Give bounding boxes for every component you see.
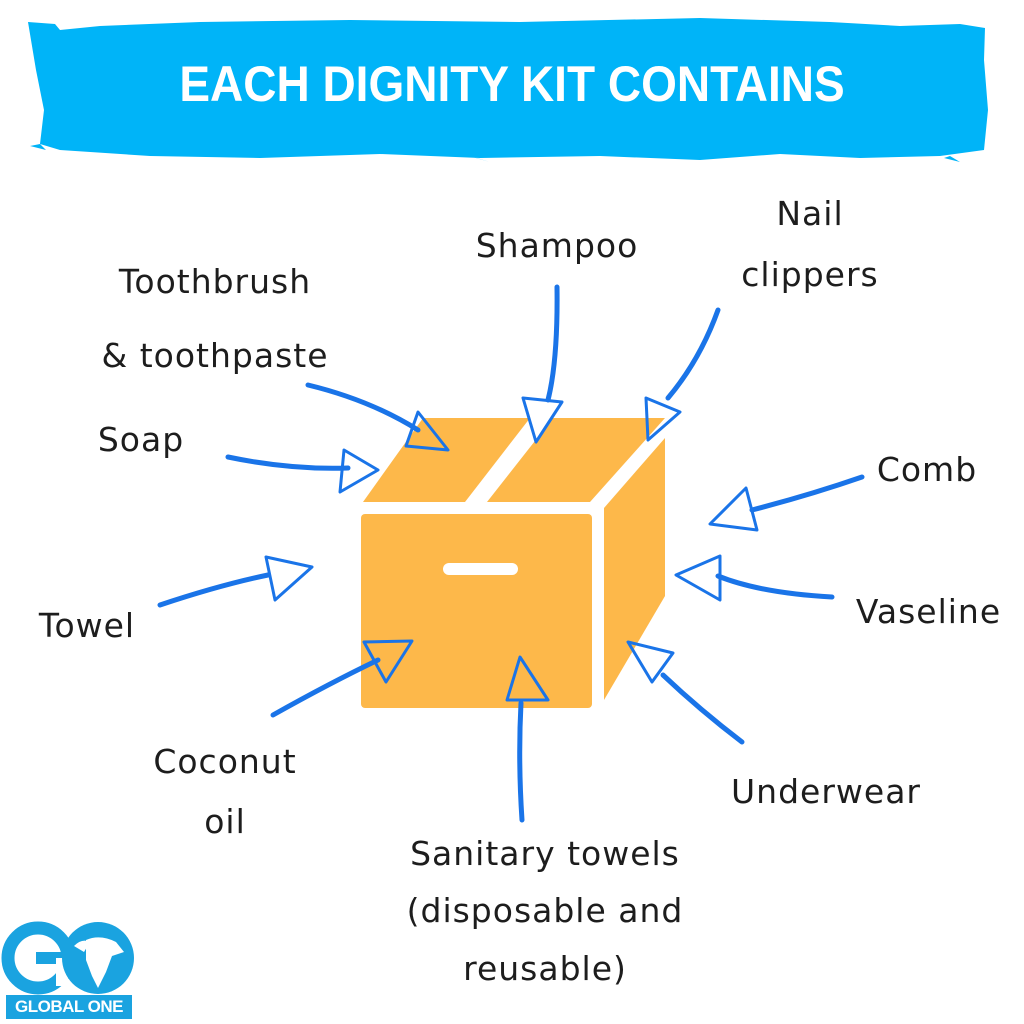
- label-vaseline: Vaseline: [855, 592, 1002, 631]
- label-comb: Comb: [876, 450, 978, 489]
- label-coconut-oil: Coconut oil: [153, 742, 297, 841]
- label-nail-clippers: Nail clippers: [741, 194, 879, 294]
- page-title: EACH DIGNITY KIT CONTAINS: [179, 56, 845, 112]
- label-soap: Soap: [97, 420, 185, 459]
- logo-wordmark: GLOBAL ONE: [6, 995, 132, 1019]
- label-sanitary-towels: Sanitary towels (disposable and reusable…: [406, 834, 684, 988]
- arrowhead: [404, 410, 450, 452]
- banner-brush-stroke: [28, 18, 988, 162]
- label-towel: Towel: [38, 606, 136, 645]
- label-underwear: Underwear: [731, 772, 921, 811]
- label-toothbrush: Toothbrush & toothpaste: [101, 262, 329, 375]
- label-shampoo: Shampoo: [475, 226, 639, 265]
